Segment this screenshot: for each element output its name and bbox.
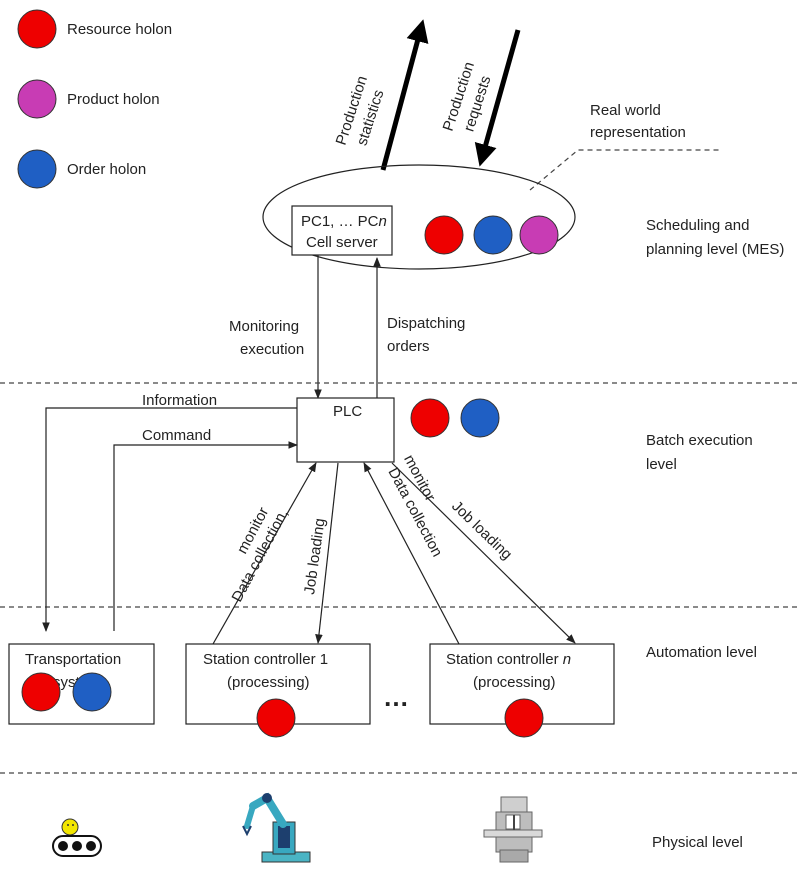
legend-order-label: Order holon — [67, 161, 146, 178]
job-loading-1-arrow — [315, 462, 339, 644]
legend-resource-label: Resource holon — [67, 21, 172, 38]
legend-product-label: Product holon — [67, 91, 160, 108]
real-world-callout-line — [529, 149, 722, 191]
production-requests-arrow — [474, 29, 521, 167]
cell-server-label: PC1, … PCn Cell server — [301, 213, 391, 251]
automation-level-label: Automation level — [646, 644, 757, 661]
station-ellipsis: … — [383, 682, 409, 712]
product-holon-legend-icon — [17, 79, 57, 119]
monitoring-execution-label: Monitoring execution — [229, 318, 304, 358]
station-controller-n-label: Station controller n (processing) — [446, 651, 575, 691]
milling-machine-icon — [483, 796, 543, 863]
plc-resource-holon-icon — [410, 398, 450, 438]
transport-resource-holon-icon — [21, 672, 61, 712]
physical-level-label: Physical level — [652, 834, 743, 851]
mes-product-holon-icon — [519, 215, 559, 255]
data-collection-1-label: Data collection, monitor — [213, 494, 294, 605]
command-label: Command — [142, 427, 211, 444]
mes-order-holon-icon — [473, 215, 513, 255]
production-statistics-label: Production statistics — [333, 70, 392, 154]
plc-label: PLC — [333, 403, 362, 420]
dispatching-orders-label: Dispatching orders — [387, 315, 470, 355]
legend: Resource holon Product holon Order holon — [17, 9, 172, 189]
command-arrow — [113, 441, 298, 631]
robot-arm-icon — [242, 792, 311, 863]
station-1-resource-holon-icon — [256, 698, 296, 738]
mes-resource-holon-icon — [424, 215, 464, 255]
data-collection-n-arrow — [363, 462, 460, 645]
cell-server-box — [291, 205, 393, 256]
production-statistics-arrow — [380, 19, 429, 171]
plc-order-holon-icon — [460, 398, 500, 438]
real-world-label: Real world representation — [590, 102, 686, 141]
job-loading-n-arrow — [391, 462, 576, 644]
plc-box — [296, 397, 395, 463]
resource-holon-legend-icon — [17, 9, 57, 49]
information-label: Information — [142, 392, 217, 409]
information-arrow — [42, 407, 297, 632]
conveyor-belt-icon — [52, 818, 102, 857]
data-collection-1-arrow — [212, 462, 317, 645]
transport-order-holon-icon — [72, 672, 112, 712]
mes-ellipse — [262, 164, 576, 270]
job-loading-n-label: Job loading — [448, 498, 515, 564]
station-controller-1-label: Station controller 1 (processing) — [203, 651, 332, 691]
order-holon-legend-icon — [17, 149, 57, 189]
scheduling-level-label: Scheduling and planning level (MES) — [646, 217, 784, 258]
batch-level-label: Batch execution level — [646, 432, 757, 473]
station-n-resource-holon-icon — [504, 698, 544, 738]
